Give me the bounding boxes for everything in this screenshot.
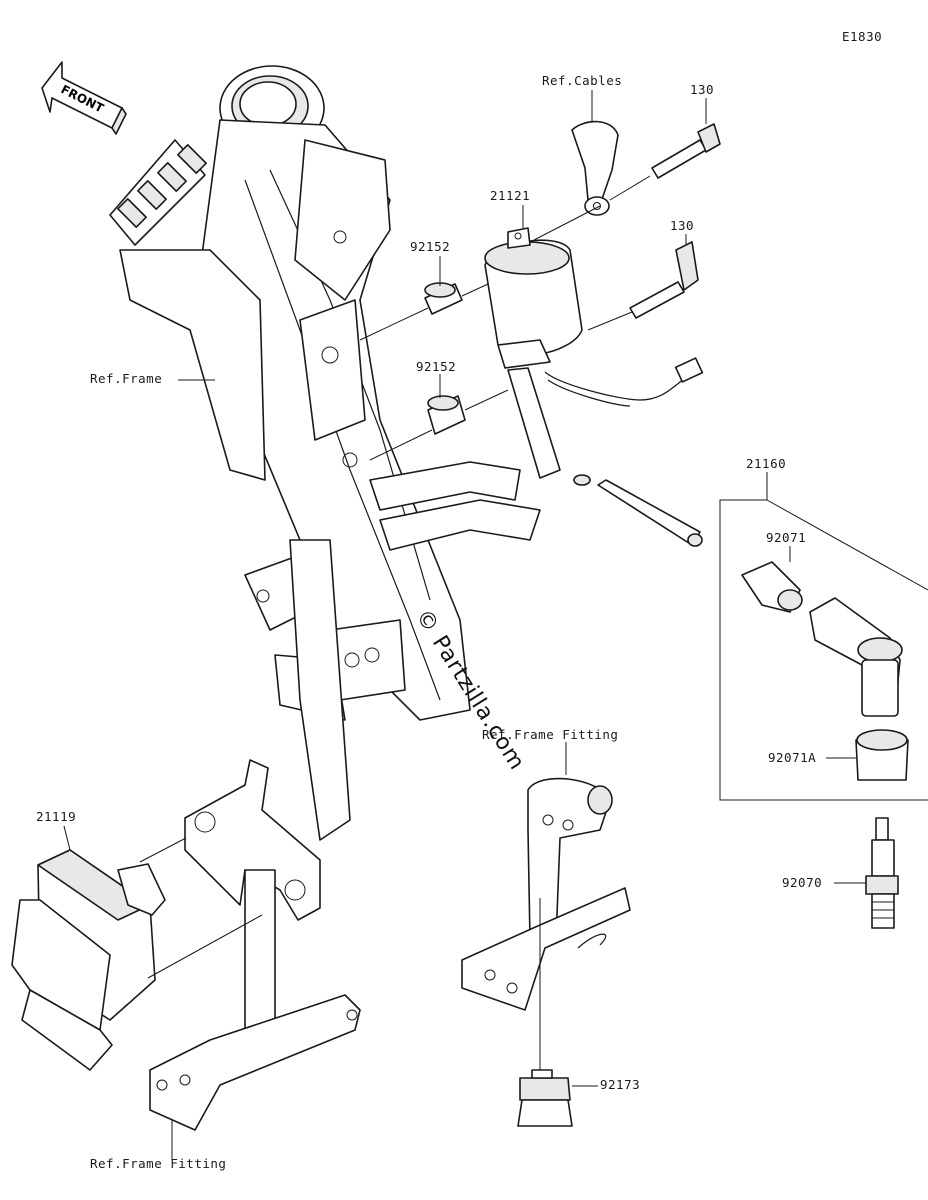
diagram-code: E1830	[842, 29, 883, 44]
cable-clamp	[571, 120, 619, 216]
label-spark-plug: 92070	[782, 875, 823, 890]
label-clamp: 92173	[600, 1077, 641, 1092]
collar-lower	[427, 395, 466, 435]
bolt-upper	[651, 123, 721, 179]
collar-upper	[424, 282, 463, 315]
label-collar-upper: 92152	[410, 239, 451, 254]
ignition-coil	[484, 227, 704, 486]
label-bolt-upper: 130	[690, 82, 715, 97]
label-igniter: 21119	[36, 809, 77, 824]
label-ref-frame-fitting-center: Ref.Frame Fitting	[482, 727, 619, 742]
front-arrow-icon: FRONT	[41, 61, 127, 135]
label-ref-frame-fitting-bottom: Ref.Frame Fitting	[90, 1156, 227, 1171]
label-bolt-lower: 130	[670, 218, 695, 233]
label-ref-cables: Ref.Cables	[542, 73, 623, 88]
frame-fitting-center	[461, 777, 631, 1011]
cap-assembly-box	[719, 486, 928, 801]
igniter-unit	[11, 849, 166, 1071]
frame-fitting-bottom	[149, 759, 361, 1131]
clamp	[517, 1069, 573, 1127]
label-cap-seal-a: 92071A	[768, 750, 817, 765]
label-cap-assembly: 21160	[746, 456, 787, 471]
spark-plug	[865, 817, 899, 929]
frame-illustration	[109, 65, 541, 841]
label-cap-seal: 92071	[766, 530, 807, 545]
label-coil: 21121	[490, 188, 531, 203]
bolt-lower	[629, 241, 699, 319]
label-ref-frame: Ref.Frame	[90, 371, 163, 386]
label-collar-lower: 92152	[416, 359, 457, 374]
